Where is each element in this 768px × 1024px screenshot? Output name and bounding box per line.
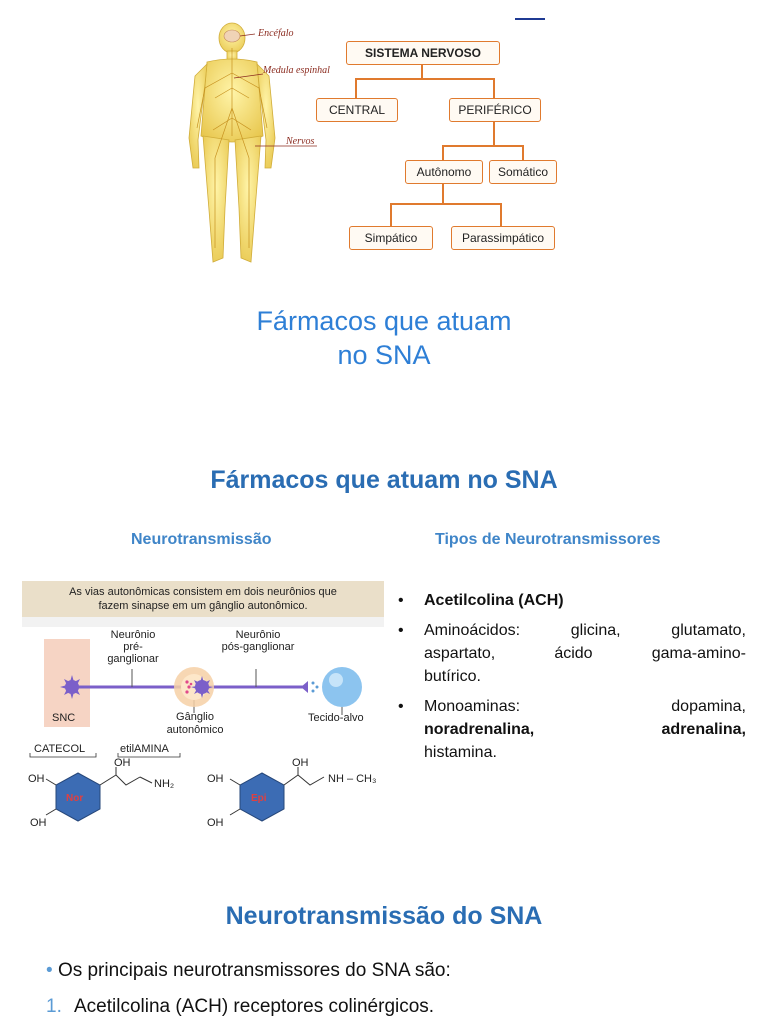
banner-line-1: As vias autonômicas consistem em dois ne… bbox=[69, 586, 337, 598]
neurotransmitter-list: Acetilcolina (ACH) Aminoácidos: glicina,… bbox=[396, 589, 746, 771]
list-item: Acetilcolina (ACH) bbox=[396, 589, 746, 612]
label-postganglionic: Neurônio pós-ganglionar bbox=[221, 629, 295, 653]
node-central: CENTRAL bbox=[316, 98, 398, 122]
label-nor: Nor bbox=[66, 793, 84, 804]
label-snc: SNC bbox=[52, 712, 76, 724]
node-nervous-system: SISTEMA NERVOSO bbox=[346, 41, 500, 65]
slide-1-title-line-2: no SNA bbox=[337, 340, 431, 370]
label-epi: Epi bbox=[251, 793, 267, 804]
slide-2-title: Fármacos que atuam no SNA bbox=[210, 466, 558, 494]
label-catecol: CATECOL bbox=[34, 743, 86, 755]
node-autonomic: Autônomo bbox=[405, 160, 483, 184]
chemical-structures bbox=[29, 753, 325, 822]
label-spinal-cord: Medula espinhal bbox=[263, 65, 330, 76]
node-sympathetic: Simpático bbox=[349, 226, 433, 250]
neuron-pathway-diagram bbox=[60, 667, 362, 715]
label-oh-3: OH bbox=[114, 757, 131, 769]
label-oh-4: OH bbox=[207, 773, 224, 785]
figure-banner: As vias autonômicas consistem em dois ne… bbox=[22, 581, 384, 617]
label-oh-5: OH bbox=[207, 817, 224, 829]
label-target-tissue: Tecido-alvo bbox=[308, 712, 364, 724]
heading-neurotransmitter-types: Tipos de Neurotransmissores bbox=[435, 531, 661, 548]
slide-3-numbered-item: 1.Acetilcolina (ACH) receptores colinérg… bbox=[46, 996, 435, 1017]
node-peripheral: PERIFÉRICO bbox=[449, 98, 541, 122]
heading-neurotransmission: Neurotransmissão bbox=[131, 531, 272, 548]
autonomic-pathway-figure: As vias autonômicas consistem em dois ne… bbox=[22, 581, 387, 846]
label-nh2: NH₂ bbox=[154, 778, 175, 790]
label-brain: Encéfalo bbox=[258, 28, 294, 39]
list-item: Monoaminas: dopamina, noradrenalina, adr… bbox=[396, 695, 746, 764]
label-ganglion: Gânglio autonômico bbox=[166, 711, 224, 736]
node-somatic: Somático bbox=[489, 160, 557, 184]
label-nerves: Nervos bbox=[286, 136, 315, 147]
slide-1-title-line-1: Fármacos que atuam bbox=[256, 306, 512, 336]
slide-3-title: Neurotransmissão do SNA bbox=[225, 902, 543, 930]
label-oh-1: OH bbox=[28, 773, 45, 785]
slide-3-bullet: • Os principais neurotransmissores do SN… bbox=[46, 960, 451, 981]
list-item: Aminoácidos: glicina, glutamato, asparta… bbox=[396, 619, 746, 688]
decor-line bbox=[515, 18, 545, 20]
banner-line-2: fazem sinapse em um gânglio autonômico. bbox=[98, 600, 308, 612]
label-nh-ch3: NH – CH₃ bbox=[328, 773, 377, 785]
nervous-system-body-illustration bbox=[188, 22, 317, 263]
slide-1-title: Fármacos que atuam no SNA bbox=[0, 304, 768, 372]
label-oh-6: OH bbox=[292, 757, 309, 769]
slide-1: Encéfalo Medula espinhal Nervos SISTEMA … bbox=[0, 0, 768, 400]
label-ethylamine: etilAMINA bbox=[120, 743, 169, 755]
label-preganglionic: Neurônio pré-ganglionar bbox=[107, 629, 159, 665]
node-parasympathetic: Parassimpático bbox=[451, 226, 555, 250]
label-oh-2: OH bbox=[30, 817, 47, 829]
